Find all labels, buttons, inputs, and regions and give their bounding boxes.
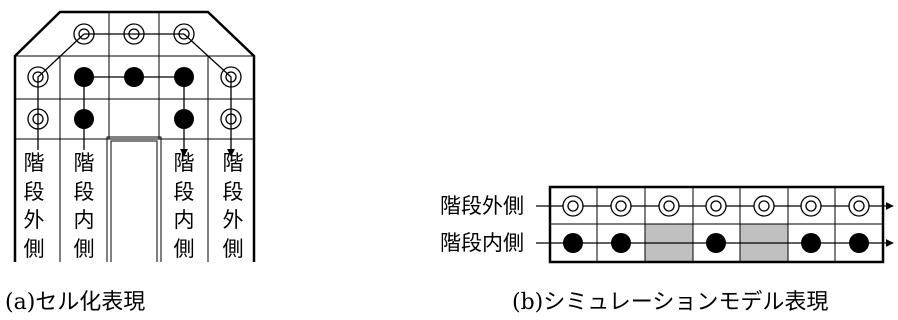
- label-char: 外: [223, 208, 244, 232]
- flow-line-inner-left: [83, 76, 134, 150]
- caption-b: (b)シミュレーションモデル表現: [512, 290, 829, 315]
- label-char: 階: [223, 151, 244, 175]
- double-circle-icon: [753, 195, 775, 217]
- row-label-inner: 階段内側: [440, 231, 524, 255]
- filled-circle-icon: [611, 233, 631, 253]
- panel-b-double-circles: [562, 195, 870, 217]
- building-outline: [13, 10, 256, 262]
- double-circle-icon: [800, 195, 822, 217]
- label-char: 階: [24, 151, 45, 175]
- panel-b-row-labels: 階段外側 階段内側: [440, 194, 524, 255]
- column-label-inner-right: 階 段 内 側: [174, 151, 195, 261]
- label-char: 段: [174, 180, 195, 204]
- panel-a-cell-representation: [13, 10, 256, 262]
- label-char: 側: [74, 237, 95, 261]
- label-char: 段: [74, 180, 95, 204]
- label-char: 側: [174, 237, 195, 261]
- label-char: 段: [24, 180, 45, 204]
- panel-a-filled-circles: [74, 67, 194, 129]
- filled-circle-icon: [801, 233, 821, 253]
- label-char: 側: [24, 237, 45, 261]
- double-circle-icon: [705, 195, 727, 217]
- central-shaft: [110, 140, 158, 262]
- label-char: 内: [74, 208, 95, 232]
- row-label-outer: 階段外側: [440, 194, 524, 218]
- double-circle-icon: [848, 195, 870, 217]
- label-char: 外: [24, 208, 45, 232]
- label-char: 階: [174, 151, 195, 175]
- filled-circle-icon: [563, 233, 583, 253]
- label-char: 側: [223, 237, 244, 261]
- label-char: 段: [223, 180, 244, 204]
- flow-line-outer-left: [37, 33, 85, 150]
- flow-line-inner-right: [134, 76, 188, 157]
- double-circle-icon: [562, 195, 584, 217]
- label-char: 内: [174, 208, 195, 232]
- column-label-outer-right: 階 段 外 側: [223, 151, 244, 261]
- column-label-inner-left: 階 段 内 側: [74, 151, 95, 261]
- filled-circle-icon: [849, 233, 869, 253]
- filled-circle-icon: [706, 233, 726, 253]
- central-shaft: [106, 136, 162, 262]
- double-circle-icon: [610, 195, 632, 217]
- caption-a: (a)セル化表現: [5, 290, 146, 315]
- panel-b-filled-circles: [563, 233, 869, 253]
- panel-b-grid: [548, 185, 885, 264]
- column-label-outer-left: 階 段 外 側: [24, 151, 45, 261]
- panel-a-flow-lines: [37, 33, 235, 157]
- double-circle-icon: [658, 195, 680, 217]
- flow-line-outer-right: [183, 33, 235, 157]
- label-char: 階: [74, 151, 95, 175]
- panel-a-column-labels: 階 段 外 側 階 段 内 側 階 段 内 側 階 段 外 側: [24, 151, 244, 261]
- panel-b-simulation-model: 階段外側 階段内側: [440, 185, 894, 264]
